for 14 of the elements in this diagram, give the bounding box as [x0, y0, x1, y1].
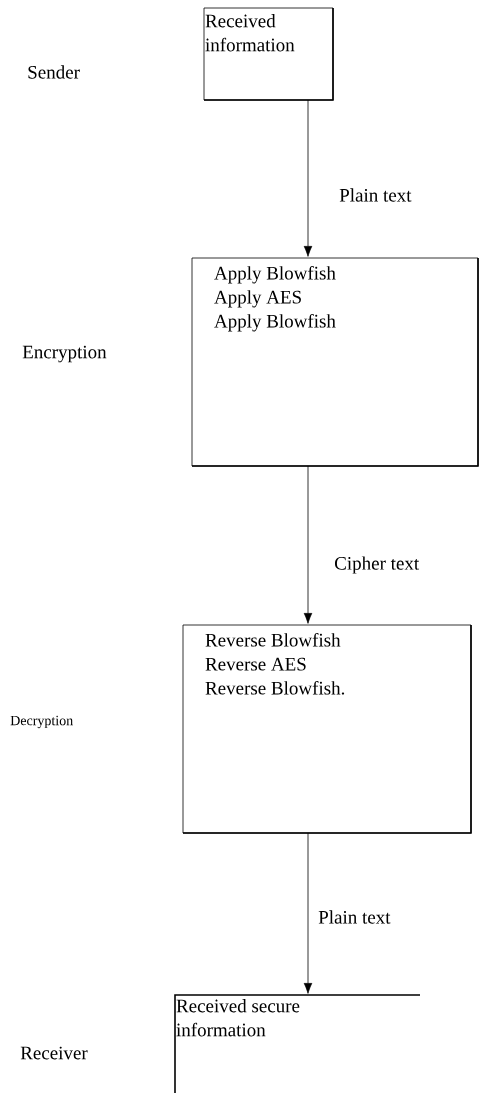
arrow	[303, 832, 313, 994]
stage-label: Sender	[28, 65, 80, 79]
stage-label: Decryption	[10, 715, 73, 729]
stage-label: Receiver	[20, 1046, 88, 1060]
process-box: Received information	[203, 7, 334, 101]
process-box: Reverse Blowfish Reverse AES Reverse Blowfish.	[182, 624, 472, 834]
stage-label: Encryption	[22, 345, 107, 363]
edge-label: Cipher text	[335, 556, 420, 574]
process-box: Received secure information	[174, 994, 421, 1093]
edge-label: Plain text	[318, 910, 391, 924]
arrow	[303, 465, 313, 624]
arrow	[303, 99, 313, 257]
process-box: Apply Blowfish Apply AES Apply Blowfish	[191, 257, 479, 467]
edge-label: Plain text	[339, 188, 412, 202]
